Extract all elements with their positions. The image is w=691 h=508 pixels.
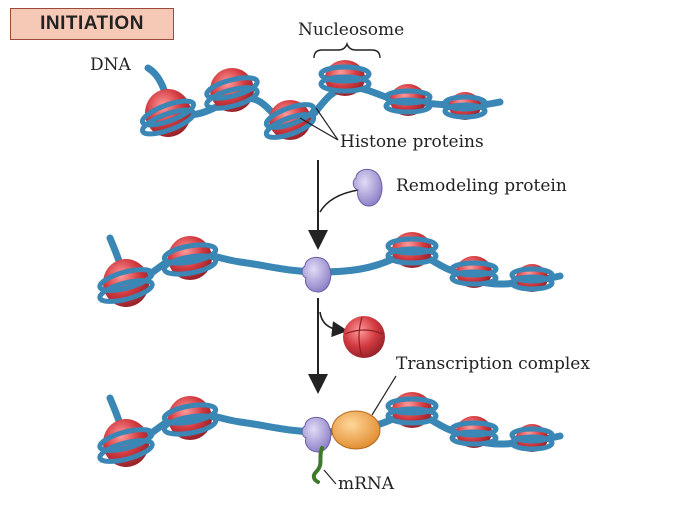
nucleosome (383, 84, 433, 116)
nucleosome (509, 264, 555, 292)
transcription-complex (331, 410, 381, 450)
nucleosome (449, 416, 499, 448)
nucleosome (318, 60, 372, 96)
remodeling-protein (352, 168, 383, 207)
nucleosome (263, 100, 317, 140)
title-banner: INITIATION (10, 8, 174, 40)
curved-arrow-icon (319, 189, 359, 213)
histone-pointer (315, 107, 339, 141)
curved-arrow-icon (319, 311, 348, 338)
remodeling-protein (301, 416, 332, 453)
chromatin-row-2 (97, 232, 564, 307)
nucleosome (449, 256, 499, 288)
mrna-pointer (323, 469, 337, 485)
nucleosome (97, 419, 155, 467)
transcription-label: Transcription complex (396, 354, 590, 374)
transcription-pointer (371, 375, 397, 416)
nucleosome (139, 89, 197, 137)
nucleosome (385, 232, 439, 268)
nucleosome (161, 396, 219, 440)
nucleosome-label: Nucleosome (298, 20, 405, 40)
histone-pointer (299, 117, 339, 141)
nucleosome-bracket (313, 41, 381, 59)
nucleosome (509, 424, 555, 452)
nucleosome (204, 68, 260, 112)
chromatin-row-1 (139, 60, 504, 140)
nucleosome (161, 236, 219, 280)
dna-label: DNA (90, 55, 131, 75)
released-histone (343, 316, 385, 358)
mrna-strand (311, 446, 324, 484)
nucleosome (442, 92, 488, 120)
chromatin-row-3 (97, 392, 564, 484)
histone-label: Histone proteins (340, 132, 484, 152)
mrna-label: mRNA (338, 474, 395, 494)
remodeling-label: Remodeling protein (396, 176, 567, 196)
nucleosome (97, 259, 155, 307)
remodeling-protein (301, 256, 332, 293)
nucleosome (385, 392, 439, 428)
